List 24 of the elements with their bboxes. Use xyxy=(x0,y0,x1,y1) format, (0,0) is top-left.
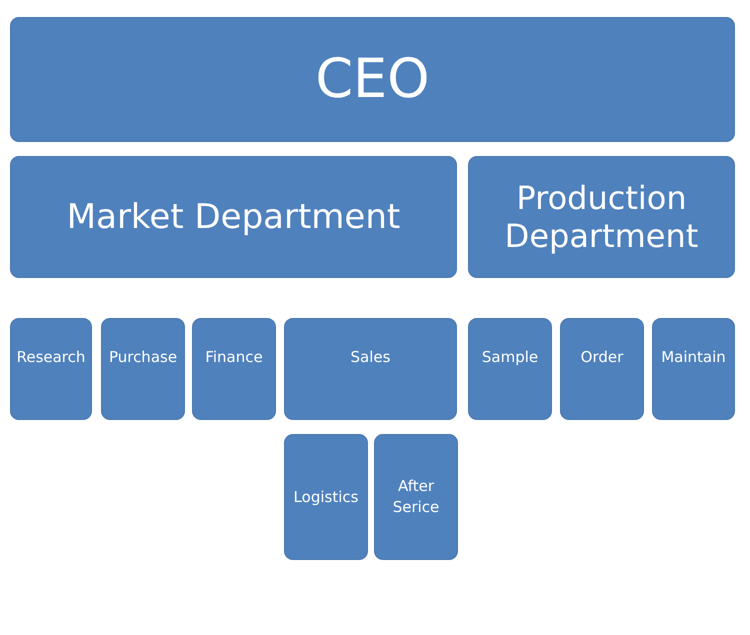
unit-box xyxy=(652,318,735,420)
department-box xyxy=(468,156,735,278)
node-label: Market Department xyxy=(66,196,400,238)
node-label: Research xyxy=(16,347,86,368)
node-label: Purchase xyxy=(108,347,178,368)
unit-box xyxy=(10,318,92,420)
unit-box xyxy=(284,434,368,560)
unit-box xyxy=(284,318,457,420)
node-label: Order xyxy=(580,347,624,368)
node-label: Finance xyxy=(205,347,263,368)
unit-box xyxy=(560,318,644,420)
node-label: Logistics xyxy=(294,486,358,508)
node-label: Sample xyxy=(482,347,538,368)
unit-box xyxy=(192,318,276,420)
department-box xyxy=(10,156,457,278)
node-label: Maintain xyxy=(661,347,726,368)
node-label: After Serice xyxy=(392,476,440,518)
unit-box xyxy=(101,318,185,420)
node-label: Sales xyxy=(350,347,390,368)
node-label: CEO xyxy=(315,47,430,112)
unit-box xyxy=(468,318,552,420)
executive-box xyxy=(10,17,735,142)
unit-box xyxy=(374,434,458,560)
node-label: Production Department xyxy=(504,178,700,256)
